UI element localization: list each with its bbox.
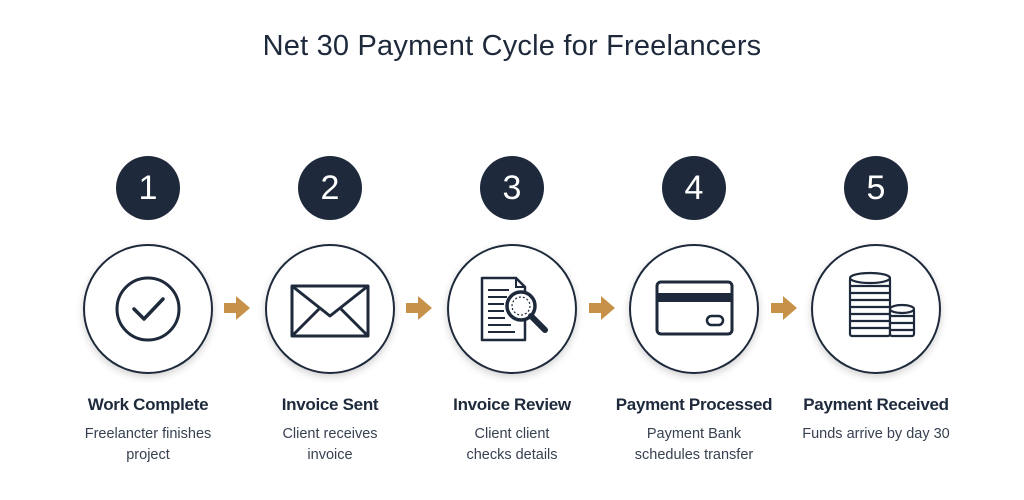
step-number-badge: 2 (298, 156, 362, 220)
step-invoice-sent: 2 Invoice Sent Client receives invoice (240, 0, 420, 500)
coin-stacks-icon (848, 271, 916, 338)
step-label: Invoice Sent (281, 395, 379, 414)
step-label: Payment Processed (615, 395, 773, 414)
step-payment-received: 5 (786, 0, 966, 500)
step-description-line: schedules transfer (634, 447, 754, 463)
arrow-right-icon (224, 296, 250, 320)
step-payment-processed: 4 Payment Processed Payment Bank schedul… (604, 0, 784, 500)
step-description-line: invoice (307, 447, 353, 463)
step-description-line: checks details (466, 447, 558, 463)
arrow-right-icon (589, 296, 615, 320)
step-description: Client receives invoice (250, 424, 410, 466)
step-icon-circle (811, 244, 941, 374)
step-number-badge: 4 (662, 156, 726, 220)
step-description-line: Client receives (282, 426, 378, 442)
envelope-icon (290, 284, 370, 338)
step-description: Funds arrive by day 30 (796, 424, 956, 445)
step-description-line: Payment Bank (646, 426, 742, 442)
document-magnifier-icon (480, 276, 548, 342)
step-icon-circle (83, 244, 213, 374)
step-label: Work Complete (87, 395, 209, 414)
step-description: Freelancter finishes project (68, 424, 228, 466)
step-description-line: Client client (474, 426, 550, 442)
step-description-line: project (126, 447, 170, 463)
step-number-badge: 1 (116, 156, 180, 220)
step-icon-circle (447, 244, 577, 374)
step-label: Payment Received (803, 395, 949, 414)
step-icon-circle (265, 244, 395, 374)
step-number-badge: 3 (480, 156, 544, 220)
step-invoice-review: 3 Invoice Review Client client checks de… (422, 0, 602, 500)
credit-card-icon (655, 280, 734, 336)
checkmark-icon (115, 276, 181, 342)
step-work-complete: 1 Work Complete Freelancter finishes pro… (58, 0, 238, 500)
step-description-line: Funds arrive by day 30 (802, 426, 950, 442)
page-title: Net 30 Payment Cycle for Freelancers (262, 30, 762, 62)
step-icon-circle (629, 244, 759, 374)
arrow-right-icon (406, 296, 432, 320)
step-description: Client client checks details (432, 424, 592, 466)
arrow-right-icon (771, 296, 797, 320)
step-label: Invoice Review (453, 395, 571, 414)
step-number-badge: 5 (844, 156, 908, 220)
step-description-line: Freelancter finishes (84, 426, 212, 442)
step-description: Payment Bank schedules transfer (614, 424, 774, 466)
